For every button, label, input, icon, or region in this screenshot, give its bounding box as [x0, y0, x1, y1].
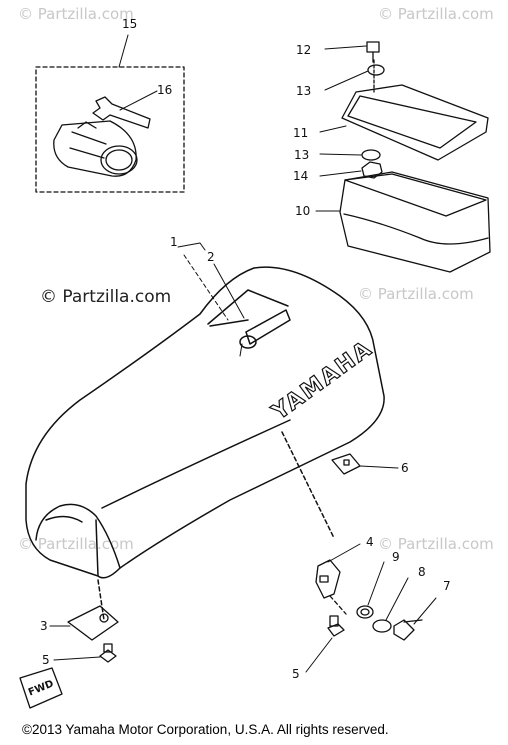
callout-11: 11: [293, 126, 309, 140]
bolt-12: [324, 41, 380, 63]
storage-box-10: [315, 171, 491, 273]
fwd-stamp: [19, 667, 63, 709]
watermark-top-left: © Partzilla.com: [18, 5, 134, 23]
leaders-1-2: [177, 242, 245, 321]
bolt-5-right: [305, 615, 345, 673]
wrench-tool: [92, 90, 158, 129]
callout-5-left: 5: [42, 653, 50, 667]
callout-1: 1: [170, 235, 178, 249]
callout-13-lower: 13: [294, 148, 310, 162]
nut-14: [319, 161, 383, 179]
callout-12: 12: [296, 43, 312, 57]
watermark-bottom-right: © Partzilla.com: [378, 535, 494, 553]
watermark-top-right: © Partzilla.com: [378, 5, 494, 23]
washer-13-upper: [324, 64, 385, 91]
watermark-bottom-left: © Partzilla.com: [18, 535, 134, 553]
copyright-notice: ©2013 Yamaha Motor Corporation, U.S.A. A…: [22, 722, 389, 737]
callout-14: 14: [293, 169, 309, 183]
callout-16: 16: [157, 83, 173, 97]
callout-4: 4: [366, 535, 374, 549]
plate-3: [49, 605, 119, 641]
kit-box: [35, 34, 185, 193]
washer-8: [372, 577, 409, 633]
callout-10: 10: [295, 204, 311, 218]
callout-7: 7: [443, 579, 451, 593]
seat: [25, 266, 385, 621]
callout-3: 3: [40, 619, 48, 633]
callout-9: 9: [392, 550, 400, 564]
washer-13-lower: [319, 149, 381, 161]
tool-pouch: [53, 120, 138, 177]
plate-6: [331, 453, 399, 475]
callout-8: 8: [418, 565, 426, 579]
collar-9: [356, 561, 385, 619]
watermark-mid-right: © Partzilla.com: [358, 285, 474, 303]
callout-13-upper: 13: [296, 84, 312, 98]
bolt-5-left: [53, 643, 117, 663]
callout-5-right: 5: [292, 667, 300, 681]
bracket-4: [315, 543, 361, 615]
bracket-11: [319, 59, 489, 161]
callout-2: 2: [207, 250, 215, 264]
callout-15: 15: [122, 17, 138, 31]
callout-6: 6: [401, 461, 409, 475]
watermark-main: © Partzilla.com: [40, 287, 172, 307]
bolt-7: [393, 597, 437, 641]
